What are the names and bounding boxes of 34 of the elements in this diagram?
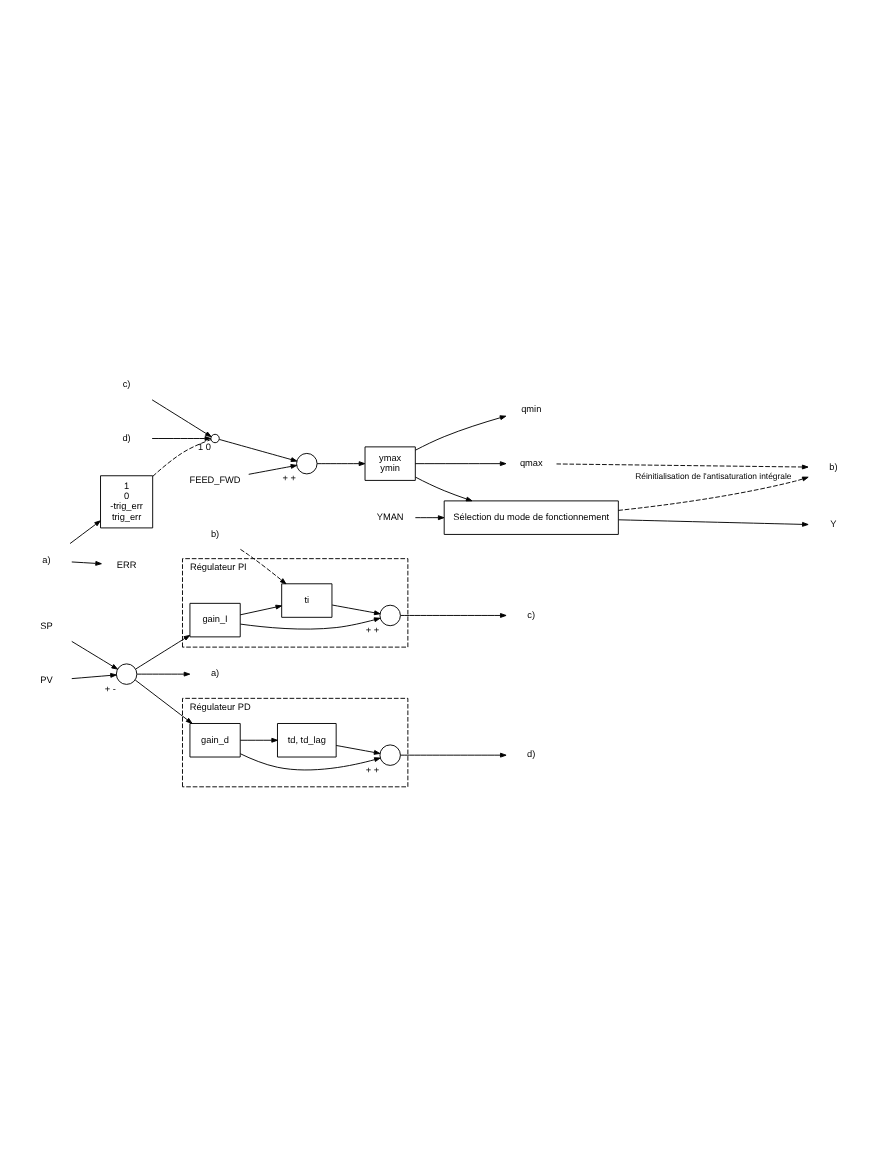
arrow — [239, 736, 278, 742]
arrow — [239, 752, 381, 770]
arrow — [414, 460, 507, 466]
arrow — [400, 612, 507, 617]
arrow — [240, 616, 381, 629]
node-circle — [296, 451, 318, 474]
arrow — [335, 744, 381, 754]
connector — [152, 438, 212, 476]
arrow — [331, 603, 381, 615]
arrow — [556, 462, 809, 469]
arrow — [414, 514, 445, 520]
arrow — [151, 398, 212, 437]
arrow — [136, 670, 191, 676]
arrow — [218, 438, 298, 461]
arrow — [135, 633, 191, 669]
arrow — [415, 475, 473, 501]
arrow — [400, 751, 507, 757]
arrow — [71, 671, 117, 679]
arrow — [316, 460, 366, 466]
arrow — [69, 519, 101, 543]
arrow — [248, 463, 298, 474]
arrow — [617, 475, 809, 510]
node-circle — [115, 662, 138, 684]
arrow — [151, 435, 212, 440]
arrow — [415, 414, 507, 450]
arrow — [134, 678, 193, 723]
arrow — [71, 639, 118, 669]
arrow — [618, 518, 809, 526]
arrow — [239, 547, 287, 584]
arrow — [239, 603, 282, 615]
node-circle — [379, 603, 401, 626]
node-circle — [210, 432, 220, 443]
arrow — [71, 559, 102, 565]
node-circle — [379, 743, 401, 765]
